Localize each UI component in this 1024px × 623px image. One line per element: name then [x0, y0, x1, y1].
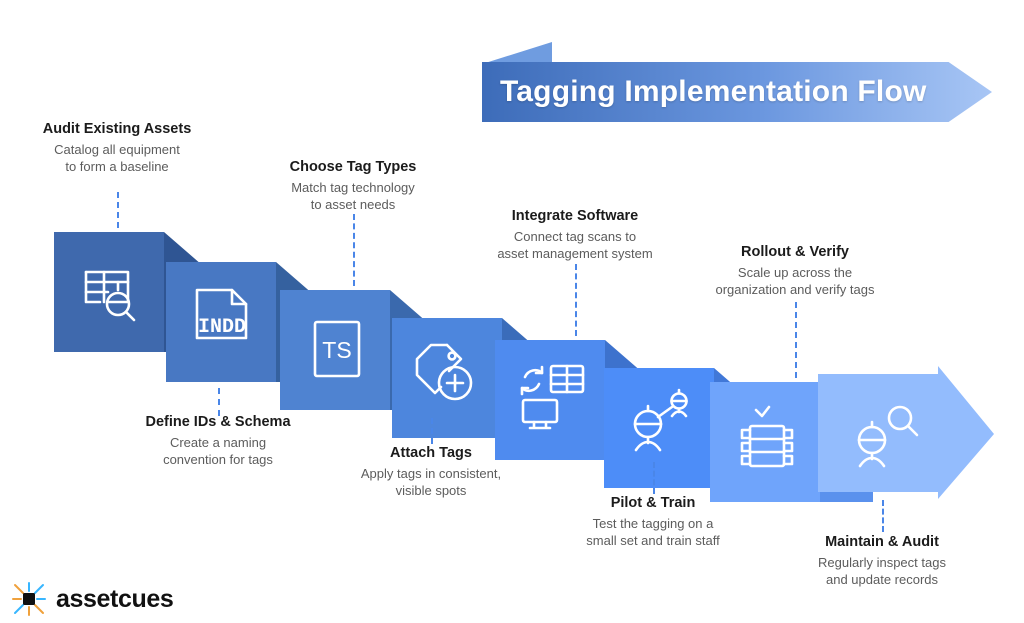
callout-1-desc: Catalog all equipment to form a baseline — [54, 142, 180, 174]
callout-1-title: Audit Existing Assets — [42, 121, 192, 137]
tag-plus-icon — [406, 334, 490, 418]
callout-4-desc: Apply tags in consistent, visible spots — [360, 466, 502, 498]
callout-6-desc: Test the tagging on a small set and trai… — [586, 516, 720, 548]
callout-1: Audit Existing Assets Catalog all equipm… — [17, 120, 217, 175]
person-search-icon — [844, 392, 930, 478]
brand-name: assetcues — [56, 585, 174, 613]
svg-text:INDD: INDD — [198, 316, 246, 339]
assetcues-mark-icon — [12, 582, 46, 616]
callout-7-title: Rollout & Verify — [741, 244, 849, 260]
callout-6: Pilot & Train Test the tagging on a smal… — [553, 494, 753, 549]
callout-4: Attach Tags Apply tags in consistent, vi… — [331, 444, 531, 499]
card-shape-8-arrow — [818, 366, 994, 499]
brand-logo: assetcues — [12, 582, 174, 616]
svg-text:TS: TS — [322, 337, 351, 363]
callout-3-desc: Match tag technology to asset needs — [291, 180, 415, 212]
callout-2-desc: Create a naming convention for tags — [163, 435, 273, 467]
callout-8-title: Maintain & Audit — [825, 534, 939, 550]
leader-line-8 — [882, 500, 884, 532]
callout-7-desc: Scale up across the organization and ver… — [715, 265, 875, 297]
monitor-sync-table-icon — [511, 354, 595, 438]
title-banner: Tagging Implementation Flow — [482, 42, 992, 122]
server-check-icon — [726, 396, 808, 480]
leader-line-6 — [653, 462, 655, 494]
callout-5-title: Integrate Software — [511, 208, 639, 224]
callout-5: Integrate Software Connect tag scans to … — [465, 207, 685, 262]
leader-line-7 — [795, 302, 797, 378]
callout-2-title: Define IDs & Schema — [145, 414, 291, 430]
leader-line-2 — [218, 388, 220, 416]
banner-arrow-shape — [482, 62, 992, 122]
table-search-icon — [70, 252, 150, 332]
callout-4-title: Attach Tags — [390, 445, 472, 461]
file-indd-icon: INDD — [184, 280, 260, 364]
step-card-8[interactable] — [818, 366, 998, 499]
ts-square-icon: TS — [302, 310, 372, 390]
banner-title-text: Tagging Implementation Flow — [500, 75, 927, 108]
leader-line-1 — [117, 192, 119, 228]
leader-line-3 — [353, 214, 355, 286]
callout-5-desc: Connect tag scans to asset management sy… — [497, 229, 653, 261]
callout-3-title: Choose Tag Types — [289, 159, 417, 175]
banner-ribbon-tail — [482, 42, 552, 64]
callout-3: Choose Tag Types Match tag technology to… — [253, 158, 453, 213]
callout-7: Rollout & Verify Scale up across the org… — [685, 243, 905, 298]
callout-8-desc: Regularly inspect tags and update record… — [818, 555, 946, 587]
leader-line-4 — [431, 418, 433, 444]
callout-6-title: Pilot & Train — [610, 495, 696, 511]
leader-line-5 — [575, 264, 577, 336]
two-people-training-icon — [618, 380, 704, 466]
callout-8: Maintain & Audit Regularly inspect tags … — [782, 533, 982, 588]
callout-2: Define IDs & Schema Create a naming conv… — [118, 413, 318, 468]
